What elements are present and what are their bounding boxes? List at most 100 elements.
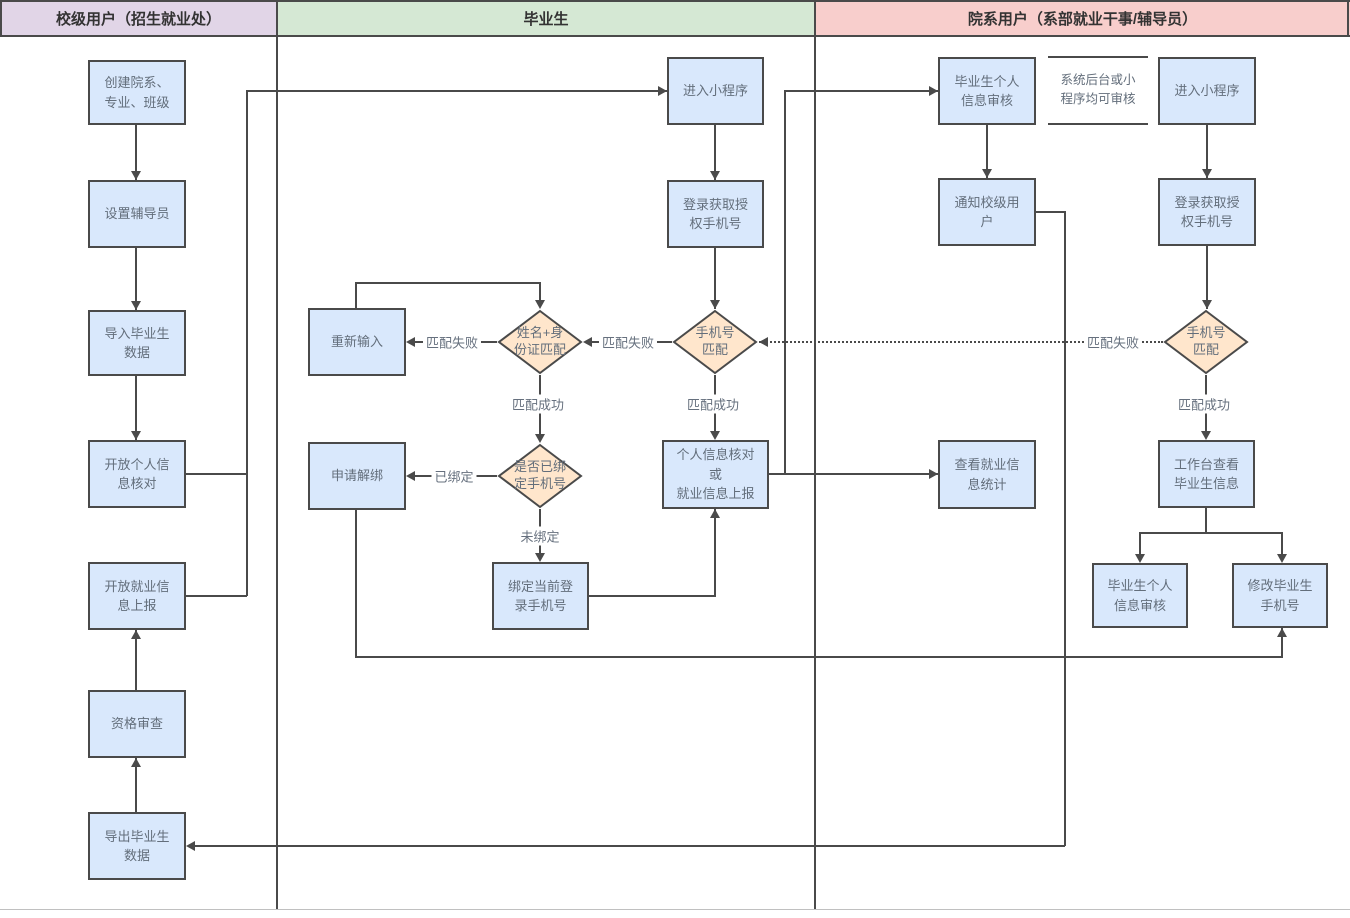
arrowhead bbox=[131, 630, 141, 639]
connector bbox=[1206, 246, 1208, 309]
lane-divider-1 bbox=[276, 0, 278, 910]
arrowhead bbox=[186, 841, 195, 851]
node-import-graduate-data: 导入毕业生 数据 bbox=[88, 310, 186, 376]
lane-header-department-label: 院系用户（系部就业干事/辅导员） bbox=[967, 11, 1198, 28]
arrowhead bbox=[658, 86, 667, 96]
arrowhead bbox=[1202, 169, 1212, 178]
lane-divider-2 bbox=[814, 0, 816, 910]
connector bbox=[135, 376, 137, 440]
node-dept-login-get-phone: 登录获取授 权手机号 bbox=[1158, 178, 1256, 246]
connector bbox=[135, 248, 137, 310]
arrowhead bbox=[710, 171, 720, 180]
node-notify-school-user: 通知校级用 户 bbox=[938, 178, 1036, 246]
connector bbox=[714, 509, 716, 596]
connector bbox=[539, 282, 541, 300]
note-bottom-line bbox=[1048, 123, 1148, 125]
arrowhead bbox=[583, 337, 592, 347]
edge-label-match-fail: 匹配失败 bbox=[598, 332, 658, 352]
connector bbox=[135, 758, 137, 812]
edge-label-match-fail: 匹配失败 bbox=[1083, 332, 1143, 352]
node-open-personal-info-check: 开放个人信 息核对 bbox=[88, 440, 186, 508]
connector bbox=[784, 90, 938, 92]
connector bbox=[246, 90, 248, 596]
node-dept-enter-miniapp: 进入小程序 bbox=[1158, 57, 1256, 125]
arrowhead bbox=[929, 469, 938, 479]
decision-name-id-match-label: 姓名+身 份证匹配 bbox=[513, 325, 566, 357]
node-student-login-get-phone: 登录获取授 权手机号 bbox=[667, 180, 764, 248]
node-bind-current-phone: 绑定当前登 录手机号 bbox=[492, 562, 589, 630]
connector bbox=[769, 473, 938, 475]
diamond-shape bbox=[497, 309, 583, 375]
pool-bottom-border bbox=[0, 909, 1350, 910]
decision-name-id-match: 姓名+身 份证匹配 bbox=[497, 309, 583, 375]
arrowhead bbox=[535, 434, 545, 443]
node-view-employment-stats: 查看就业信 息统计 bbox=[938, 440, 1036, 509]
diamond-shape bbox=[1163, 309, 1249, 375]
connector bbox=[714, 248, 716, 309]
connector bbox=[186, 473, 247, 475]
arrowhead bbox=[1202, 300, 1212, 309]
decision-student-phone-match: 手机号 匹配 bbox=[672, 309, 758, 375]
edge-label-match-success: 匹配成功 bbox=[1174, 394, 1234, 414]
connector bbox=[1064, 211, 1066, 846]
lane-header-school: 校级用户（招生就业处） bbox=[0, 0, 277, 37]
arrowhead bbox=[929, 86, 938, 96]
node-qualification-review: 资格审查 bbox=[88, 690, 186, 758]
node-apply-unbind: 申请解绑 bbox=[308, 442, 406, 510]
arrowhead bbox=[406, 337, 415, 347]
connector bbox=[589, 595, 716, 597]
lane-header-department: 院系用户（系部就业干事/辅导员） bbox=[815, 0, 1350, 37]
note-review-channels: 系统后台或小 程序均可审核 bbox=[1060, 73, 1136, 106]
edge-label-bound: 已绑定 bbox=[431, 466, 477, 486]
arrowhead bbox=[131, 301, 141, 310]
arrowhead bbox=[710, 300, 720, 309]
connector bbox=[186, 595, 247, 597]
arrowhead bbox=[535, 300, 545, 309]
edge-label-not-bound: 未绑定 bbox=[517, 526, 563, 546]
arrowhead bbox=[131, 758, 141, 767]
connector-dotted bbox=[759, 341, 1163, 343]
decision-student-phone-match-label: 手机号 匹配 bbox=[695, 325, 735, 357]
node-student-enter-miniapp: 进入小程序 bbox=[667, 57, 764, 125]
diamond-shape bbox=[497, 443, 583, 509]
lane-header-school-label: 校级用户（招生就业处） bbox=[55, 11, 221, 28]
connector bbox=[1206, 125, 1208, 178]
node-create-departments: 创建院系、 专业、班级 bbox=[88, 60, 186, 125]
connector bbox=[1139, 532, 1283, 534]
connector bbox=[355, 510, 357, 657]
lane-header-graduate-label: 毕业生 bbox=[523, 11, 569, 28]
connector bbox=[135, 125, 137, 180]
arrowhead bbox=[1201, 431, 1211, 440]
connector bbox=[135, 630, 137, 690]
arrowhead bbox=[1277, 628, 1287, 637]
connector bbox=[1036, 211, 1066, 213]
connector bbox=[246, 90, 667, 92]
connector bbox=[355, 283, 357, 308]
pool-right-border bbox=[1347, 0, 1349, 37]
connector bbox=[1205, 508, 1207, 533]
node-workbench-view-graduates: 工作台查看 毕业生信息 bbox=[1158, 440, 1255, 508]
arrowhead bbox=[131, 431, 141, 440]
edge-label-match-success: 匹配成功 bbox=[508, 394, 568, 414]
diamond-shape bbox=[672, 309, 758, 375]
decision-dept-phone-match: 手机号 匹配 bbox=[1163, 309, 1249, 375]
decision-dept-phone-match-label: 手机号 匹配 bbox=[1186, 325, 1226, 357]
node-graduate-info-review-bottom: 毕业生个人 信息审核 bbox=[1092, 563, 1188, 628]
lane-header-graduate: 毕业生 bbox=[277, 0, 815, 37]
node-info-check-or-employment-report: 个人信息核对 或 就业信息上报 bbox=[662, 440, 769, 509]
node-reenter: 重新输入 bbox=[308, 308, 406, 376]
arrowhead bbox=[982, 169, 992, 178]
arrowhead bbox=[710, 509, 720, 518]
connector bbox=[355, 656, 1283, 658]
connector bbox=[1281, 628, 1283, 657]
arrowhead bbox=[759, 337, 768, 347]
node-set-counselor: 设置辅导员 bbox=[88, 180, 186, 248]
arrowhead bbox=[535, 553, 545, 562]
node-export-graduate-data: 导出毕业生 数据 bbox=[88, 812, 186, 880]
connector bbox=[784, 90, 786, 474]
arrowhead bbox=[1277, 554, 1287, 563]
decision-is-phone-bound-label: 是否已绑 定手机号 bbox=[513, 459, 566, 491]
arrowhead bbox=[131, 171, 141, 180]
connector bbox=[986, 125, 988, 178]
